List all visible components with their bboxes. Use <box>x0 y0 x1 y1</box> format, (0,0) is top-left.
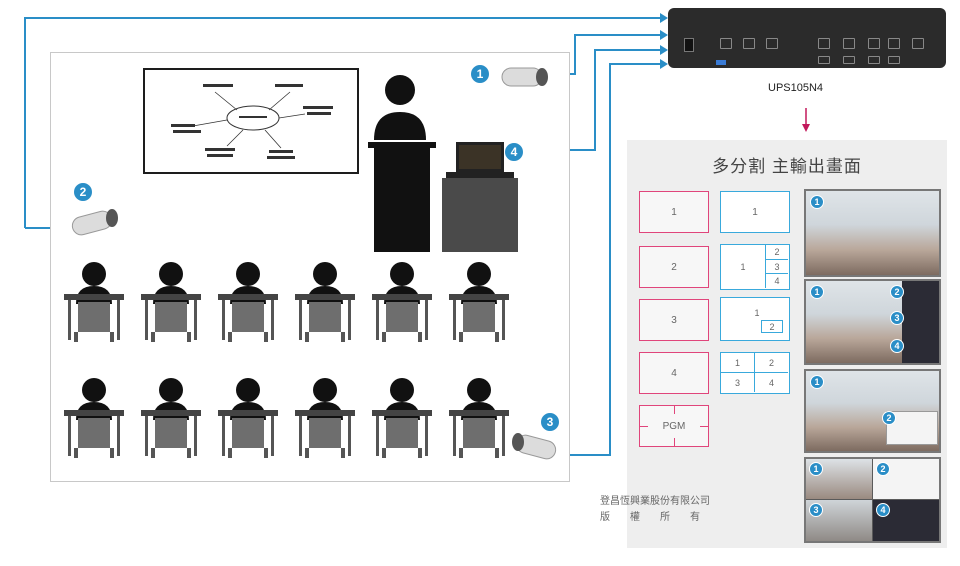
layout-source-3: 3 <box>639 299 709 341</box>
preview-badge: 1 <box>810 285 824 299</box>
preview-single: 1 <box>804 189 941 277</box>
pgm-label: PGM <box>662 420 686 432</box>
camera-1-icon <box>501 67 548 87</box>
layout-cell: 4 <box>768 377 774 388</box>
laptop-4-badge: 4 <box>504 142 524 162</box>
teacher-podium <box>368 75 436 252</box>
preview-badge: 1 <box>810 375 824 389</box>
camera-1-badge: 1 <box>470 64 490 84</box>
layout-cell: 1 <box>721 353 755 373</box>
layout-cell: 4 <box>765 273 788 288</box>
layout-cell: 2 <box>761 320 783 333</box>
layout-cell: 1 <box>754 308 760 318</box>
layout-pgm: PGM <box>639 405 709 447</box>
layout-pip: 1 2 <box>720 297 790 341</box>
layout-cell: 2 <box>765 245 788 259</box>
copyright: 登昌恆興業股份有限公司 版 權 所 有 <box>600 494 710 526</box>
layout-cell: 3 <box>721 373 755 392</box>
preview-badge: 3 <box>809 503 823 517</box>
preview-pip: 1 2 <box>804 369 941 453</box>
switcher-device <box>668 8 946 68</box>
preview-badge: 3 <box>890 311 904 325</box>
students <box>64 262 509 458</box>
layout-source-2: 2 <box>639 246 709 288</box>
layout-single: 1 <box>720 191 790 233</box>
company-name: 登昌恆興業股份有限公司 <box>600 496 710 507</box>
preview-badge: 2 <box>890 285 904 299</box>
camera-2-badge: 2 <box>73 182 93 202</box>
preview-quad: 1 2 3 4 <box>804 457 941 543</box>
panel-title: 多分割 主輸出畫面 <box>712 157 862 176</box>
layout-quad: 1 2 3 4 <box>720 352 790 394</box>
whiteboard <box>143 68 359 174</box>
preview-badge: 2 <box>882 411 896 425</box>
mindmap-sketch <box>171 84 333 159</box>
layout-one-plus-three: 1 2 3 4 <box>720 244 790 290</box>
camera-3-icon <box>512 433 557 460</box>
preview-badge: 1 <box>809 462 823 476</box>
layout-source-4: 4 <box>639 352 709 394</box>
rights-reserved: 版 權 所 有 <box>600 512 700 523</box>
layout-cell: 3 <box>765 259 788 273</box>
layout-cell: 1 <box>740 261 746 272</box>
device-label: UPS105N4 <box>768 82 824 94</box>
camera-2-icon <box>71 209 118 236</box>
laptop-desk <box>442 142 518 252</box>
layout-cell: 2 <box>755 353 788 373</box>
preview-one-plus-three: 1 2 3 4 <box>804 279 941 365</box>
camera-3-badge: 3 <box>540 412 560 432</box>
preview-badge: 2 <box>876 462 890 476</box>
preview-badge: 4 <box>890 339 904 353</box>
layout-source-1: 1 <box>639 191 709 233</box>
preview-badge: 1 <box>810 195 824 209</box>
preview-badge: 4 <box>876 503 890 517</box>
